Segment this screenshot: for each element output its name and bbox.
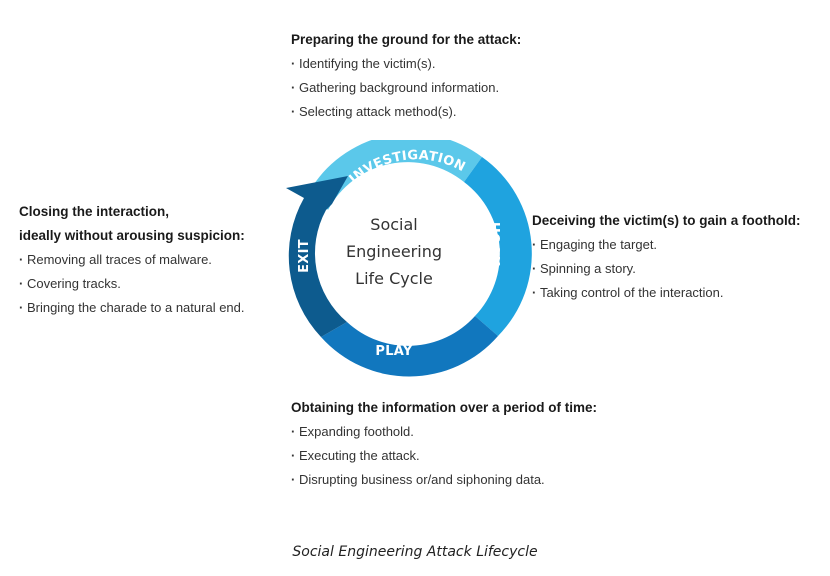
lifecycle-diagram: INVESTIGATION HOOK PLAY EXIT Social Engi… [286,140,532,377]
play-segment [321,316,498,377]
play-title: Obtaining the information over a period … [291,400,598,415]
list-item: Spinning a story. [532,257,801,281]
investigation-segment [312,140,482,210]
exit-label: EXIT [297,239,312,273]
exit-description: Closing the interaction, ideally without… [19,200,245,320]
investigation-title: Preparing the ground for the attack: [291,32,522,47]
hook-label: HOOK [486,222,501,267]
list-item: Expanding foothold. [291,420,597,444]
list-item: Selecting attack method(s). [291,100,521,124]
hook-segment [464,157,532,336]
list-item: Gathering background information. [291,76,521,100]
center-line-1: Social [370,215,417,234]
exit-title-line-1: Closing the interaction, [19,204,170,219]
list-item: Identifying the victim(s). [291,52,521,76]
center-line-2: Engineering [346,242,442,261]
list-item: Engaging the target. [532,233,801,257]
figure-caption: Social Engineering Attack Lifecycle [292,544,538,560]
list-item: Removing all traces of malware. [19,248,245,272]
exit-segment [286,176,348,337]
play-label: PLAY [375,344,413,359]
list-item: Covering tracks. [19,272,245,296]
investigation-description: Preparing the ground for the attack: Ide… [291,28,521,124]
hook-description: Deceiving the victim(s) to gain a footho… [532,209,801,305]
center-line-3: Life Cycle [355,269,433,288]
list-item: Disrupting business or/and siphoning dat… [291,468,597,492]
exit-title-line-2: ideally without arousing suspicion: [19,228,245,243]
list-item: Executing the attack. [291,444,597,468]
list-item: Taking control of the interaction. [532,281,801,305]
list-item: Bringing the charade to a natural end. [19,296,245,320]
hook-title: Deceiving the victim(s) to gain a footho… [532,213,801,228]
play-description: Obtaining the information over a period … [291,396,597,492]
